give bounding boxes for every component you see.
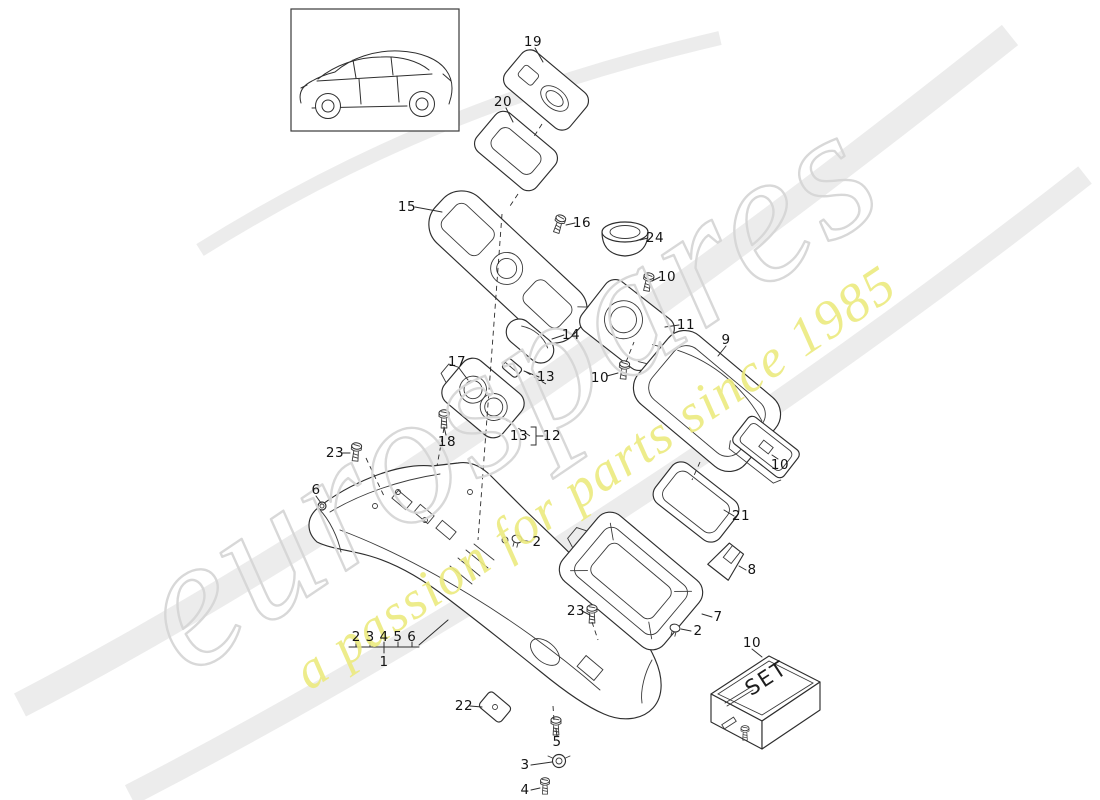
part-storage-box-7: [558, 511, 704, 651]
part-clip-8: [707, 542, 745, 581]
part-label-23: 23: [566, 603, 586, 619]
car-box: [290, 8, 460, 132]
part-console-trim-15: [428, 190, 588, 344]
part-label-9: 9: [721, 332, 731, 348]
part-label-14: 14: [561, 327, 581, 343]
part-label-17: 17: [447, 354, 467, 370]
part-cup-insert-24: [601, 221, 649, 257]
part-label-18: 18: [437, 434, 457, 450]
part-label-7: 7: [713, 609, 723, 625]
part-label-10: 10: [742, 635, 762, 651]
part-label-5: 5: [552, 734, 562, 750]
part-label-10: 10: [657, 269, 677, 285]
part-label-2: 2: [532, 534, 542, 550]
part-mat-21: [652, 461, 740, 543]
part-label-24: 24: [645, 230, 665, 246]
part-main-console-1: [308, 461, 662, 720]
construction-lines: [365, 123, 701, 721]
part-label-6: 6: [311, 482, 321, 498]
part-nut-6: [317, 501, 327, 511]
part-label-13: 13: [509, 428, 529, 444]
part-label-20: 20: [493, 94, 513, 110]
part-label-15: 15: [397, 199, 417, 215]
part-label-16: 16: [572, 215, 592, 231]
part-grommet-3: [547, 753, 571, 769]
part-cupholder-17: [440, 357, 525, 439]
part-label-2-3-4-5-6: 2 3 4 5 6: [351, 629, 417, 645]
part-label-2: 2: [693, 623, 703, 639]
part-set-box: SET: [710, 655, 821, 750]
part-tray-10: [728, 415, 800, 484]
leader-lines: [315, 47, 779, 791]
part-label-8: 8: [747, 562, 757, 578]
part-clip-13: [501, 358, 523, 378]
part-label-10: 10: [770, 457, 790, 473]
part-label-10: 10: [590, 370, 610, 386]
part-label-22: 22: [454, 698, 474, 714]
part-trim-frame-20: [473, 110, 559, 192]
part-pad-14: [505, 318, 555, 364]
part-label-21: 21: [731, 508, 751, 524]
part-label-13: 13: [536, 369, 556, 385]
part-label-12: 12: [542, 428, 562, 444]
part-label-23: 23: [325, 445, 345, 461]
car-icon: [299, 50, 453, 119]
part-label-11: 11: [676, 317, 696, 333]
part-switch-panel-19: [502, 49, 590, 131]
part-label-3: 3: [520, 757, 530, 773]
part-label-19: 19: [523, 34, 543, 50]
part-label-4: 4: [520, 782, 530, 798]
part-plate-22: [478, 691, 512, 723]
part-label-1: 1: [379, 654, 389, 670]
